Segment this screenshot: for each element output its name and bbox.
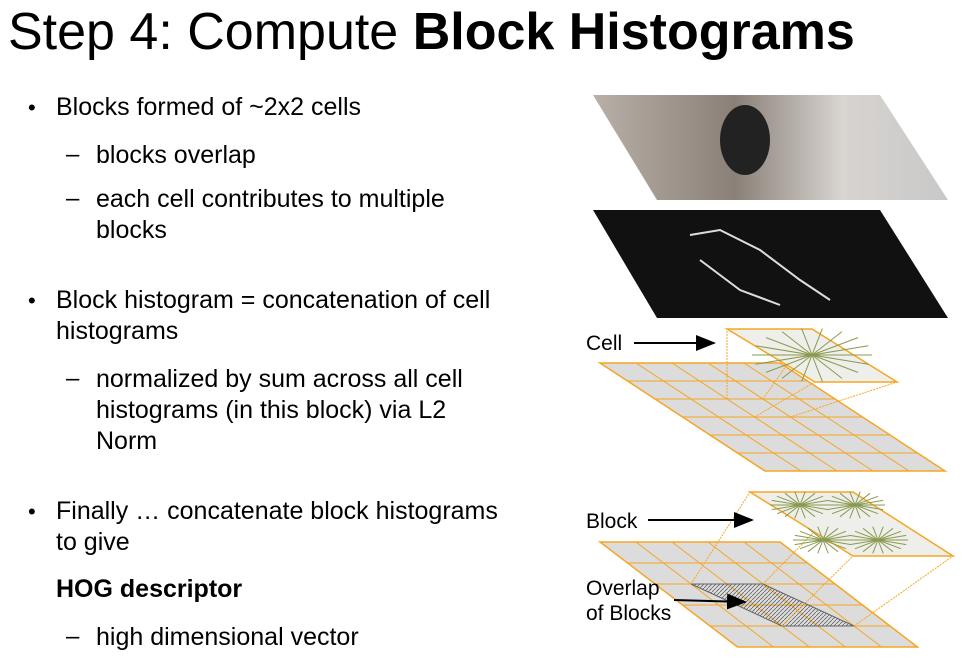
dash-icon: –	[66, 365, 80, 392]
overlap-label-2: of Blocks	[586, 602, 671, 625]
pedestrian-silhouette	[720, 105, 770, 175]
bullet-3: Finally … concatenate block histograms	[56, 497, 498, 525]
histogram-bin	[826, 499, 884, 511]
sub-3-1: high dimensional vector	[96, 623, 359, 651]
bullet-1: Blocks formed of ~2x2 cells	[56, 93, 361, 121]
bullet-3-cont: to give	[56, 528, 130, 556]
sub-2-3: Norm	[96, 427, 158, 455]
projection-line	[853, 555, 954, 627]
overlap-label-1: Overlap	[586, 577, 660, 600]
sub-2-1: normalized by sum across all cell	[96, 365, 463, 393]
cell-label: Cell	[586, 332, 622, 355]
gradient-image	[593, 210, 948, 318]
block-label: Block	[586, 510, 638, 533]
gradient-edges	[689, 228, 831, 306]
bullet-2: Block histogram = concatenation of cell	[56, 286, 491, 314]
sub-1-1: blocks overlap	[96, 141, 256, 169]
histogram-bin	[755, 345, 869, 365]
cell-grid	[597, 328, 948, 472]
histogram-bin	[794, 534, 852, 546]
pedestrian-photo	[593, 95, 948, 200]
arrow-icon	[673, 593, 747, 610]
bullet-2-cont: histograms	[56, 317, 179, 345]
grid-line	[635, 541, 774, 648]
grid-line	[743, 362, 910, 472]
title-normal: Step 4: Compute	[8, 3, 413, 61]
title-bold: Block Histograms	[412, 3, 855, 61]
histogram-bin	[771, 499, 829, 511]
bullet-icon: •	[28, 288, 36, 313]
projection-line	[690, 491, 751, 585]
hog-descriptor-label: HOG descriptor	[56, 575, 243, 603]
projection-line	[781, 555, 854, 627]
grid-line	[743, 541, 882, 648]
bullet-icon: •	[28, 499, 36, 524]
bullet-icon: •	[28, 95, 36, 120]
slide-title: Step 4: Compute Block Histograms	[8, 2, 855, 62]
grid-line	[635, 362, 802, 472]
projection-line	[754, 381, 816, 418]
sub-1-3: blocks	[96, 216, 167, 244]
dash-icon: –	[66, 141, 80, 168]
projection-line	[790, 381, 898, 418]
block-grid	[597, 491, 956, 648]
sub-2-2: histograms (in this block) via L2	[96, 396, 447, 424]
dash-icon: –	[66, 185, 80, 212]
sub-1-2: each cell contributes to multiple	[96, 185, 445, 213]
histogram-bin	[849, 534, 907, 546]
dash-icon: –	[66, 623, 80, 650]
